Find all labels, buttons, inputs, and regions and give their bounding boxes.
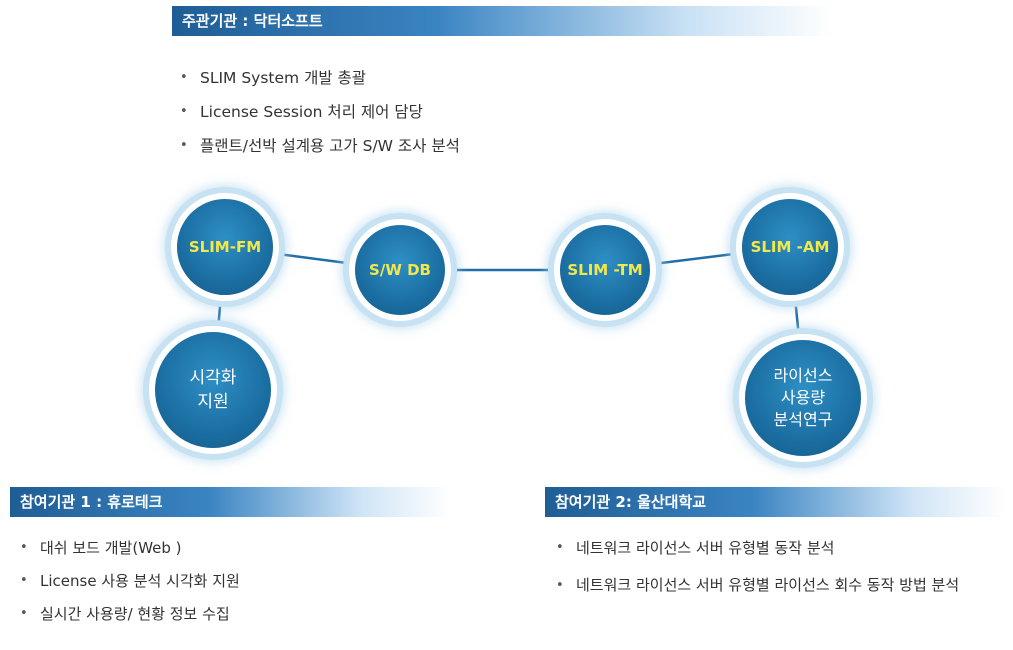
partner2-title: 참여기관 2: 울산대학교	[555, 493, 707, 511]
node-label: SLIM -TM	[567, 261, 643, 279]
node-slim-fm: SLIM-FM	[177, 199, 273, 295]
partner2-banner: 참여기관 2: 울산대학교	[545, 487, 1005, 517]
node-label-line: 라이선스	[773, 366, 833, 385]
node-slim-tm: SLIM -TM	[560, 225, 650, 315]
partner1-banner: 참여기관 1 : 휴로테크	[10, 487, 450, 517]
list-item: License 사용 분석 시각화 지원	[18, 569, 240, 602]
node-sw-db: S/W DB	[355, 225, 445, 315]
node-label: S/W DB	[369, 261, 431, 279]
list-item: 플랜트/선박 설계용 고가 S/W 조사 분석	[178, 134, 460, 168]
node-label-line: 사용량	[780, 388, 826, 407]
main-org-title: 주관기관 : 닥터소프트	[182, 12, 323, 30]
node-label-line: 분석연구	[773, 410, 833, 429]
node-license-usage-analysis: 라이선스 사용량 분석연구	[745, 340, 861, 456]
node-label-line: 지원	[197, 392, 229, 412]
node-label: 라이선스 사용량 분석연구	[774, 365, 833, 431]
partner1-title: 참여기관 1 : 휴로테크	[20, 493, 163, 511]
node-label: SLIM-FM	[188, 238, 262, 256]
node-slim-am: SLIM -AM	[742, 199, 838, 295]
list-item: SLIM System 개발 총괄	[178, 66, 460, 100]
node-label: 시각화 지원	[190, 366, 237, 414]
node-visualization-support: 시각화 지원	[155, 332, 271, 448]
node-label-line: 시각화	[189, 368, 237, 388]
main-org-task-list: SLIM System 개발 총괄 License Session 처리 제어 …	[178, 66, 460, 168]
node-label: SLIM -AM	[750, 238, 830, 256]
list-item: 네트워크 라이선스 서버 유형별 동작 분석	[554, 536, 1013, 569]
list-item: 실시간 사용량/ 현황 정보 수집	[18, 602, 240, 635]
list-item: 대쉬 보드 개발(Web )	[18, 536, 240, 569]
partner1-task-list: 대쉬 보드 개발(Web ) License 사용 분석 시각화 지원 실시간 …	[18, 536, 240, 635]
partner2-task-list: 네트워크 라이선스 서버 유형별 동작 분석 네트워크 라이선스 서버 유형별 …	[554, 536, 1013, 602]
list-item: License Session 처리 제어 담당	[178, 100, 460, 134]
list-item: 네트워크 라이선스 서버 유형별 라이선스 회수 동작 방법 분석	[554, 569, 1013, 602]
main-org-banner: 주관기관 : 닥터소프트	[172, 6, 832, 36]
